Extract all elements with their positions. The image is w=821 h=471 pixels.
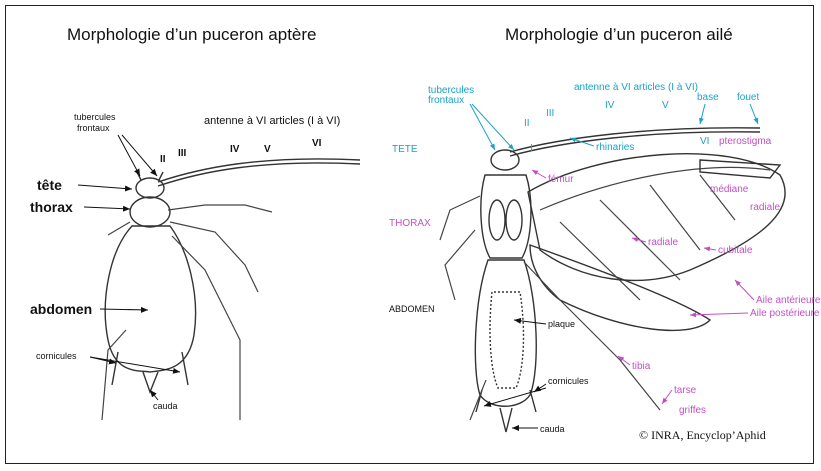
label-tubercules-left: tubercules (74, 112, 116, 122)
label-aile-posterieure: Aile postérieure (750, 308, 820, 319)
label-mediane: médiane (710, 184, 749, 195)
label-rhinaries: rhinaries (596, 142, 634, 153)
label-seg-V-right: V (662, 100, 669, 111)
label-tarse: tarse (674, 385, 697, 396)
label-seg-IV-left: IV (230, 144, 240, 155)
region-tete: TETE (392, 144, 418, 155)
apterous-aphid-drawing (102, 159, 360, 420)
label-frontaux-left: frontaux (77, 123, 110, 133)
label-seg-III-left: III (178, 148, 187, 159)
label-seg-IV-right: IV (605, 100, 615, 111)
label-tete: tête (37, 177, 62, 193)
label-tibia: tibia (632, 361, 651, 372)
label-frontaux-right: frontaux (428, 95, 464, 106)
left-title: Morphologie d’un puceron aptère (67, 25, 317, 44)
winged-aphid-drawing (440, 128, 785, 432)
label-seg-II-right: II (524, 118, 530, 129)
right-title: Morphologie d’un puceron ailé (505, 25, 733, 44)
label-antenne-left: antenne à VI articles (I à VI) (204, 115, 340, 127)
label-radiale-2: radiale (648, 237, 678, 248)
label-thorax: thorax (30, 199, 73, 215)
label-cubitale: cubitale (718, 245, 753, 256)
label-seg-V-left: V (264, 144, 271, 155)
label-seg-I-right: I (530, 143, 533, 154)
label-antenne-right: antenne à VI articles (I à VI) (574, 82, 698, 93)
label-pterostigma: pterostigma (719, 136, 772, 147)
label-abdomen: abdomen (30, 301, 92, 317)
label-seg-II-left: II (160, 154, 166, 165)
label-griffes: griffes (679, 405, 706, 416)
label-radiale-1: radiale (750, 202, 780, 213)
copyright-text: © INRA, Encyclop’Aphid (639, 428, 766, 442)
label-plaque: plaque (548, 319, 575, 329)
label-seg-VI-right: VI (700, 136, 709, 147)
region-thorax: THORAX (389, 218, 431, 229)
label-seg-III-right: III (546, 108, 554, 119)
label-seg-VI-left: VI (312, 138, 322, 149)
label-base: base (697, 92, 719, 103)
region-abdomen: ABDOMEN (389, 304, 435, 314)
label-cauda-left: cauda (153, 401, 178, 411)
label-femur: fémur (548, 174, 574, 185)
label-cauda-right: cauda (540, 424, 565, 434)
label-cornicules-right: cornicules (548, 376, 589, 386)
label-fouet: fouet (737, 92, 759, 103)
label-aile-anterieure: Aile antérieure (756, 295, 821, 306)
label-cornicules-left: cornicules (36, 351, 77, 361)
